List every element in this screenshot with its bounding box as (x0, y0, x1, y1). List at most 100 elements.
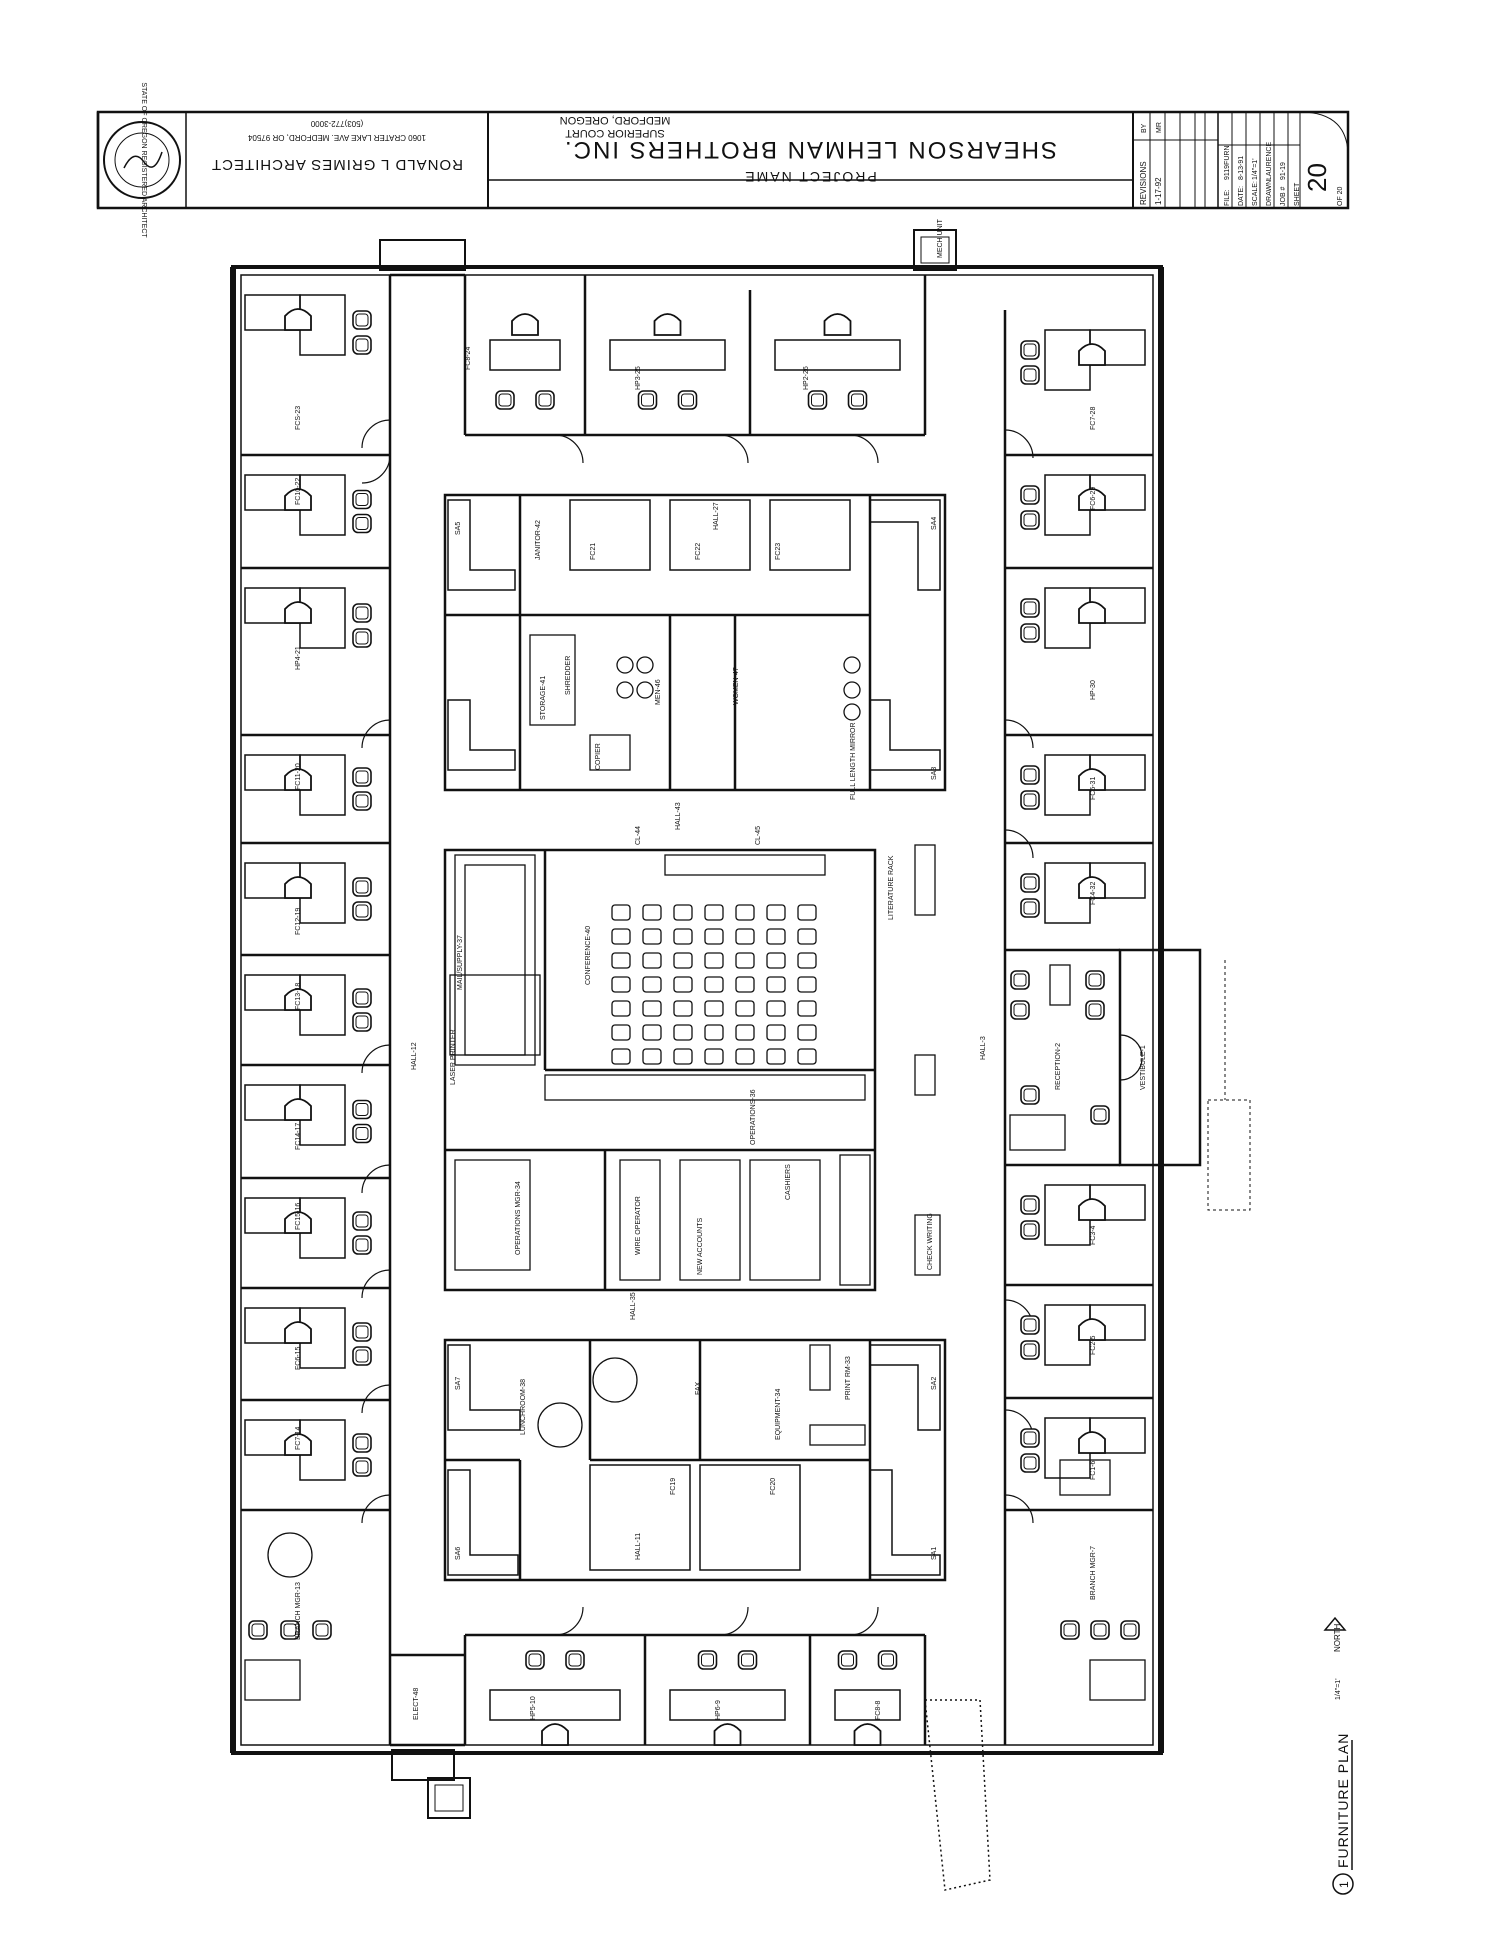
room-label-elect-48: ELECT-48 (413, 1688, 420, 1720)
guest-chair (352, 1433, 372, 1453)
room-label-fc7-28: FC7-28 (1090, 407, 1097, 430)
room-label-laser-printer: LASER PRINTER (450, 1029, 457, 1085)
office-chair (1078, 1431, 1106, 1454)
mech-unit-bottom (427, 1777, 471, 1819)
drawn-value: LAURENCE (1266, 142, 1273, 180)
guest-chair (1020, 1340, 1040, 1360)
workstation-panels (447, 499, 941, 1576)
guest-chair (1020, 790, 1040, 810)
conference-chair (673, 976, 693, 993)
desk (489, 1689, 621, 1721)
guest-chair (352, 767, 372, 787)
room-label-hp4-21: HP4-21 (295, 646, 302, 670)
guest-chair (352, 628, 372, 648)
conference-chair (797, 1024, 817, 1041)
office-chair (541, 1723, 569, 1746)
room-label-fc5-31: FC5-31 (1090, 777, 1097, 800)
room-label-hp3-25: HP3-25 (635, 366, 642, 390)
by-label: BY (1141, 123, 1148, 133)
date-value: 8-13-91 (1238, 156, 1245, 180)
room-label-literature-rack: LITERATURE RACK (888, 855, 895, 920)
conference-chair (642, 1048, 662, 1065)
room-label-fc21: FC21 (590, 543, 597, 560)
conference-chair (735, 1048, 755, 1065)
room-label-fc4-32: FC4-32 (1090, 882, 1097, 905)
guest-chair (352, 1211, 372, 1231)
room-label-sa7: SA7 (455, 1377, 462, 1390)
office-chair (823, 313, 852, 336)
guest-chair (677, 390, 698, 410)
conference-chair (611, 904, 631, 921)
room-label-full-length-mirror: FULL LENGTH MIRROR (850, 722, 857, 800)
conference-chair (766, 928, 786, 945)
north-arrow-icon (1323, 1616, 1347, 1631)
conference-chair (735, 976, 755, 993)
conference-chair (766, 1024, 786, 1041)
reception-chair (1085, 1000, 1105, 1020)
room-label-branch-mgr-7: BRANCH MGR-7 (1090, 1546, 1097, 1600)
room-label-conference-40: CONFERENCE-40 (585, 926, 592, 985)
building-walls (230, 229, 1251, 1891)
guest-chair (807, 390, 828, 410)
conference-chair (797, 904, 817, 921)
room-label-fcs23: FCS-23 (295, 406, 302, 430)
room-label-fc2-5: FC2-5 (1090, 1335, 1097, 1355)
guest-chair (535, 390, 555, 410)
guest-chair (565, 1650, 585, 1670)
room-label-fc6-29: FC6-29 (1090, 487, 1097, 510)
reception-chair (1020, 1085, 1040, 1105)
caption-number: 1 (1337, 1881, 1351, 1888)
conference-chair (766, 976, 786, 993)
room-label-fc12-19: FC12-19 (295, 908, 302, 935)
drawn-label: DRAWN: (1266, 178, 1273, 206)
guest-chair (1020, 1195, 1040, 1215)
guest-chair (1020, 873, 1040, 893)
architect-address: 1060 CRATER LAKE AVE. MEDFORD, OR 97504 (247, 133, 426, 142)
room-label-operations-36: OPERATIONS-36 (750, 1089, 757, 1145)
room-label-hall-11: HALL-11 (635, 1533, 642, 1560)
room-label-new-accounts: NEW ACCOUNTS (697, 1218, 704, 1276)
conference-chair (642, 976, 662, 993)
room-label-fc14-17: FC14-17 (295, 1123, 302, 1150)
project-label: PROJECT NAME (743, 169, 876, 185)
reception-chair (1085, 970, 1105, 990)
conference-chair (735, 952, 755, 969)
guest-chair (1020, 1315, 1040, 1335)
room-label-hall-35: HALL-35 (630, 1292, 637, 1320)
guest-chair (837, 1650, 858, 1670)
conference-chair (642, 1000, 662, 1017)
seal-text: STATE OF OREGON REGISTERED ARCHITECT (140, 82, 147, 238)
conference-chair (766, 904, 786, 921)
guest-chair (312, 1620, 332, 1640)
office-chair (284, 1098, 312, 1121)
room-label-mail-supply-37: MAIL/SUPPLY-37 (457, 935, 464, 990)
conference-chair (704, 976, 724, 993)
project-name: SHEARSON LEHMAN BROTHERS INC. (563, 136, 1057, 163)
guest-chair (1020, 898, 1040, 918)
left-office-dividers (241, 453, 390, 1512)
guest-chair (1020, 765, 1040, 785)
file-label: FILE: (1224, 189, 1231, 206)
conference-chair (673, 1024, 693, 1041)
guest-chair (1020, 1220, 1040, 1240)
conference-chair (704, 952, 724, 969)
office-chair (713, 1723, 742, 1746)
room-label-check-writing: CHECK WRITING (927, 1213, 934, 1270)
room-label-fc8-8: FC8-8 (875, 1700, 882, 1720)
conference-chair (797, 976, 817, 993)
conference-chair (611, 1000, 631, 1017)
office-chair (284, 876, 312, 899)
drawing-caption: 1 FURNITURE PLAN (1332, 1733, 1354, 1895)
guest-chair (352, 1099, 372, 1120)
guest-chair (1090, 1620, 1110, 1640)
desk (609, 339, 726, 371)
office-chair (284, 601, 312, 624)
office-chair (284, 308, 312, 331)
room-label-fc13-18: FC13-18 (295, 983, 302, 1010)
desk (489, 339, 561, 371)
guest-chair (248, 1620, 268, 1640)
architect-seal-icon (103, 121, 181, 199)
guest-chair (352, 335, 372, 355)
reception-chair (1090, 1105, 1110, 1125)
guest-chair (737, 1650, 758, 1670)
